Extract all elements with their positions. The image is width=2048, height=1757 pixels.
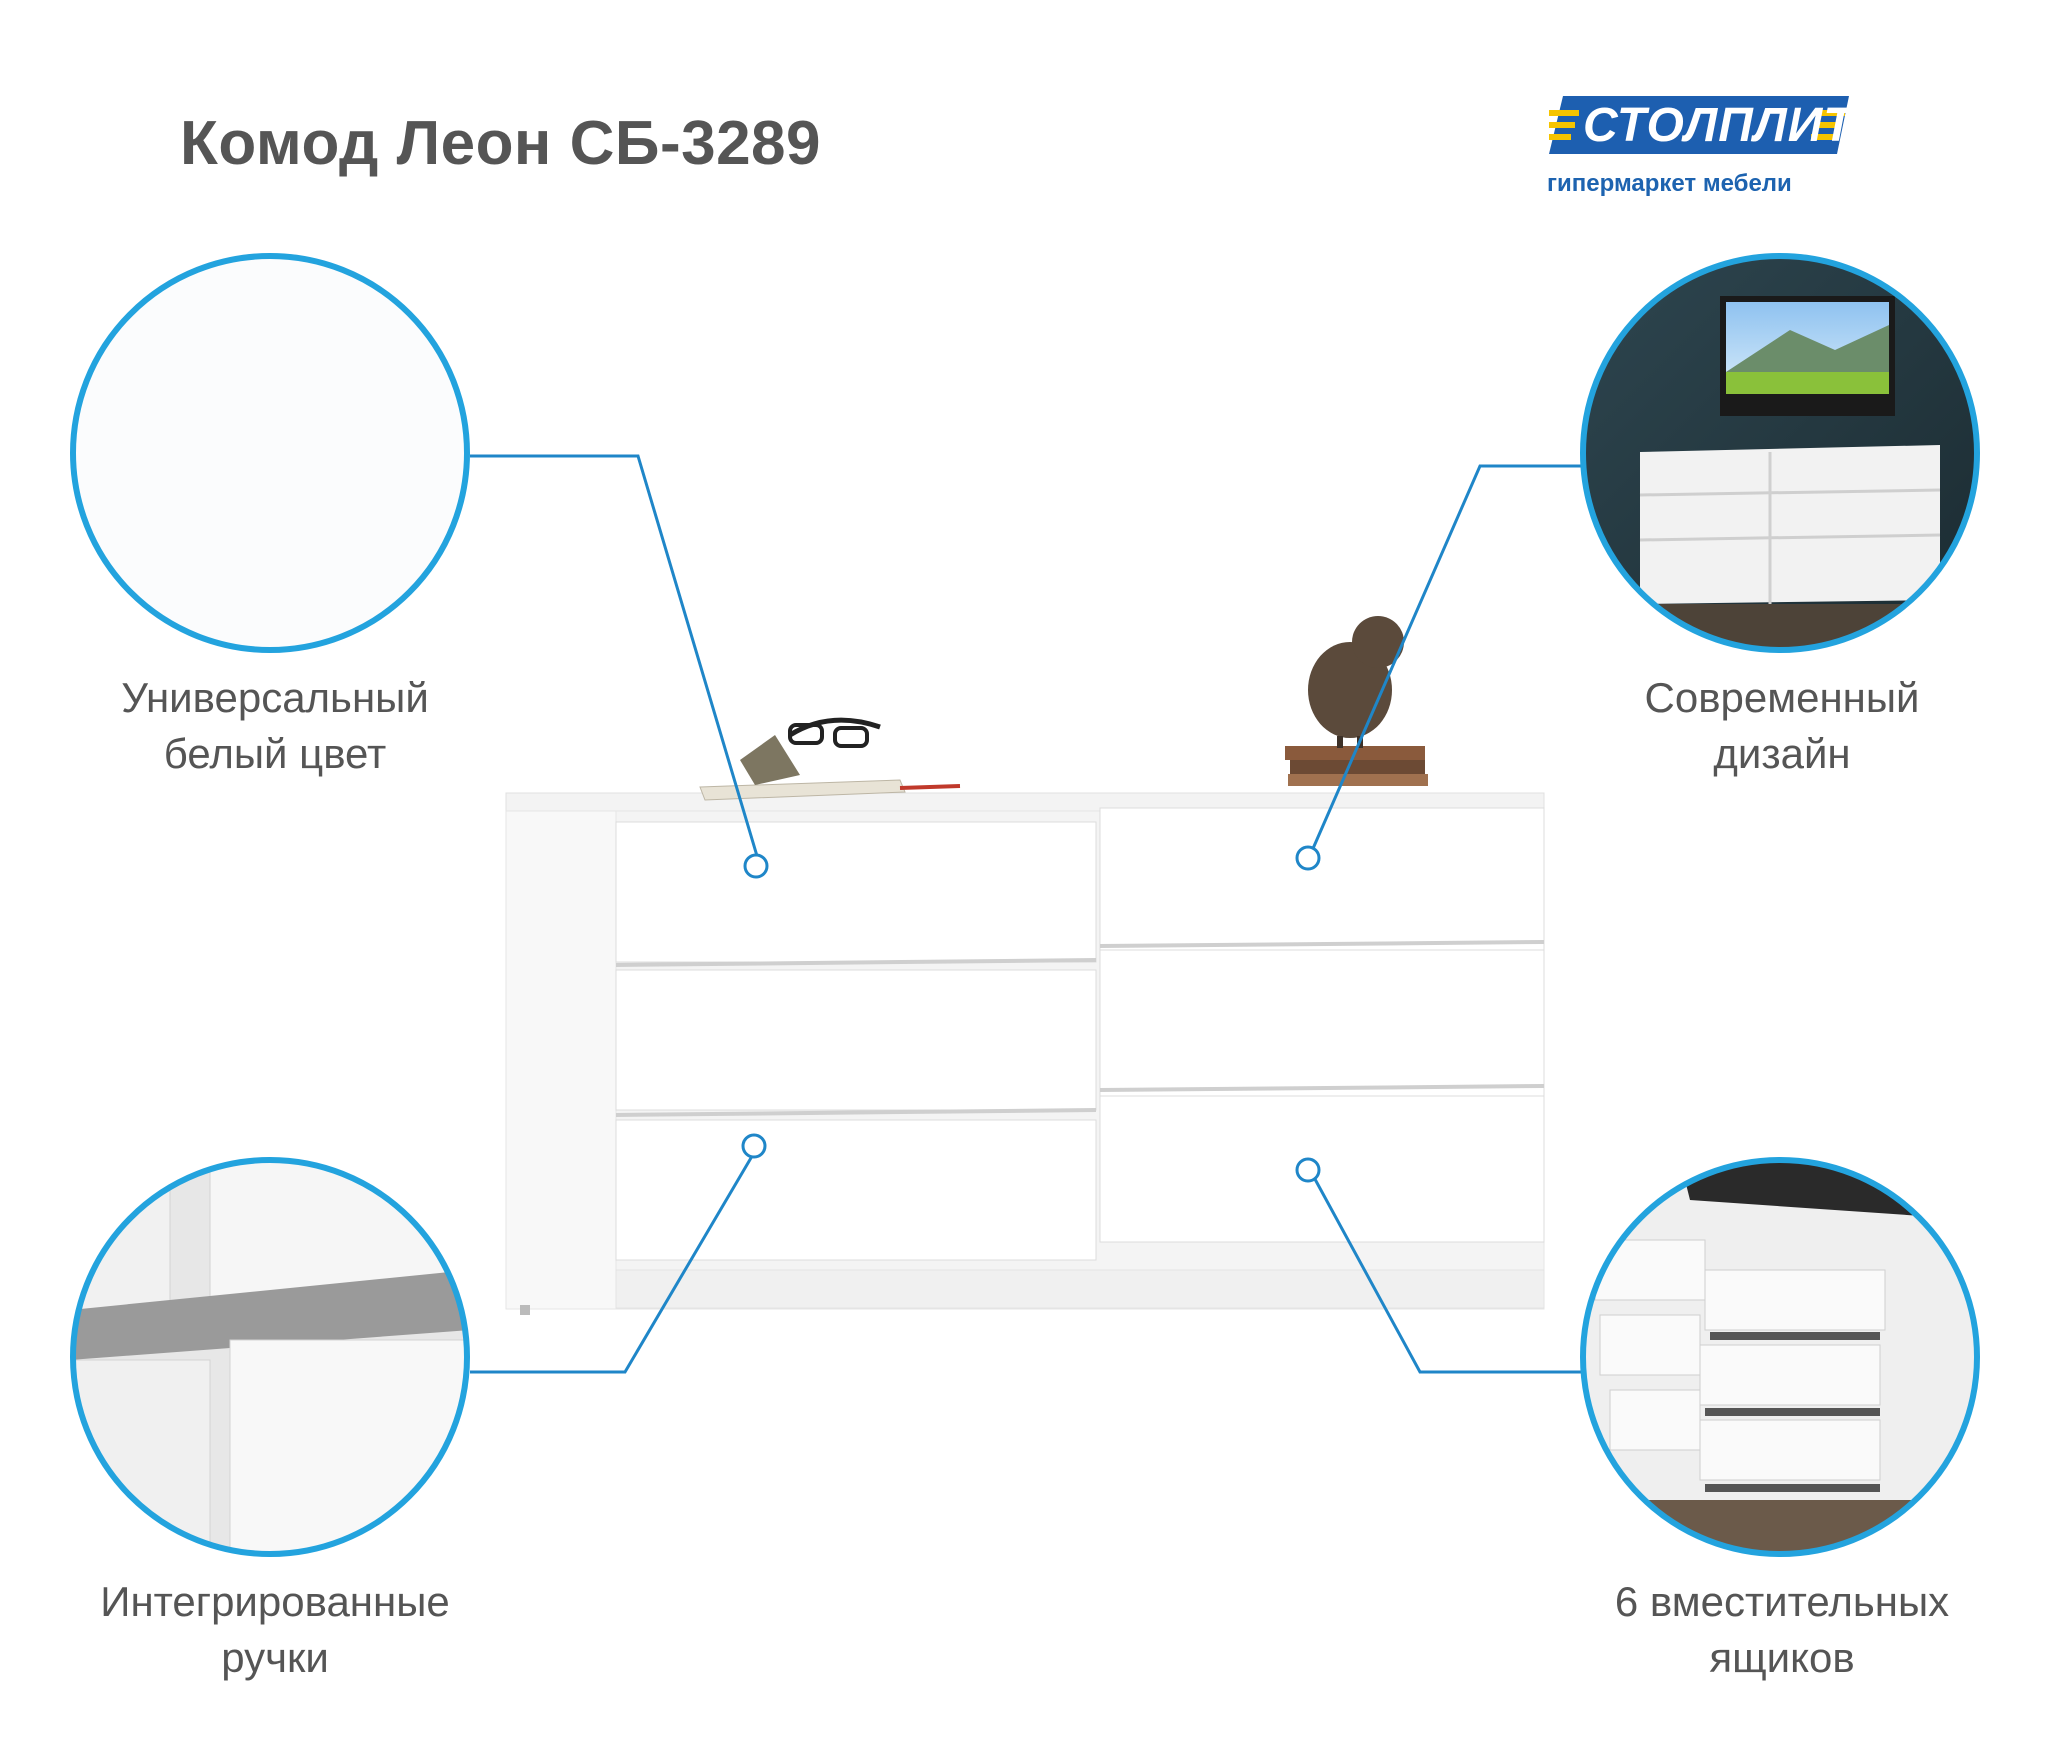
logo-brand-text: СТОЛПЛИТ xyxy=(1583,99,1854,152)
caption-line: Универсальный xyxy=(121,674,429,721)
decor-owl-figurine xyxy=(1285,616,1428,786)
handles-closeup-circle xyxy=(70,1157,470,1557)
caption-line: дизайн xyxy=(1713,730,1851,777)
caption-line: белый цвет xyxy=(163,730,387,777)
product-title: Комод Леон СБ-3289 xyxy=(180,109,822,178)
caption-line: 6 вместительных xyxy=(1614,1578,1950,1625)
drawer-fronts xyxy=(615,807,1545,1261)
caption-line: Современный xyxy=(1644,674,1920,721)
feature-caption-modern-design: Современный дизайн xyxy=(1552,670,2012,782)
caption-line: Интегрированные xyxy=(100,1578,450,1625)
logo-tagline: гипермаркет мебели xyxy=(1547,170,1792,197)
feature-caption-white-color: Универсальный белый цвет xyxy=(45,670,505,782)
dresser xyxy=(505,792,1545,1315)
caption-line: ручки xyxy=(221,1634,329,1681)
caption-line: ящиков xyxy=(1709,1634,1855,1681)
feature-caption-six-drawers: 6 вместительных ящиков xyxy=(1552,1574,2012,1686)
open-drawers-circle xyxy=(1580,1157,1980,1557)
connector-dots xyxy=(741,845,1321,1183)
brand-logo: СТОЛПЛИТ гипермаркет мебели xyxy=(1545,92,1855,202)
feature-caption-integrated-handles: Интегрированные ручки xyxy=(45,1574,505,1686)
connector-lines xyxy=(470,454,1583,1374)
interior-photo-circle xyxy=(1580,253,1980,653)
decor-books-glasses xyxy=(699,717,961,801)
swatch-white-circle xyxy=(70,253,470,653)
logo-banner xyxy=(1549,96,1849,154)
